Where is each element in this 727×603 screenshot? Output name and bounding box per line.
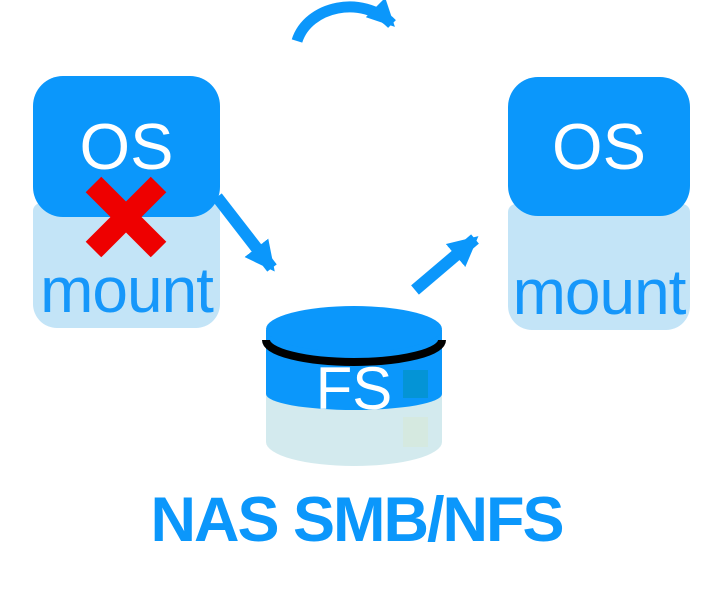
cylinder-accent-square — [403, 370, 428, 398]
host-right-os-box: OS — [508, 77, 690, 216]
cylinder-band — [266, 330, 442, 410]
restart-arc-arrow-icon — [291, 0, 396, 44]
storage-label: FS — [316, 355, 393, 422]
cylinder-rim-outline — [262, 339, 446, 366]
host-right-os-label: OS — [552, 110, 646, 183]
host-right-mount-box: mount — [508, 204, 690, 330]
cylinder-top-cap — [266, 306, 442, 352]
arrow-storage-to-right-icon — [411, 234, 479, 295]
caption-nas-smb-nfs: NAS SMB/NFS — [150, 485, 564, 555]
storage-cylinder: FS — [262, 306, 446, 466]
arrow-left-to-storage-icon — [212, 193, 277, 272]
host-left-mount-box: mount — [33, 203, 220, 328]
cylinder-body — [266, 340, 442, 466]
cylinder-pale-square — [403, 417, 428, 447]
host-left-mount-label: mount — [40, 254, 214, 326]
host-right-mount-label: mount — [512, 256, 687, 328]
host-left: mount OS — [33, 76, 220, 328]
host-right: mount OS — [508, 77, 690, 330]
host-left-os-box: OS — [33, 76, 220, 217]
host-left-os-label: OS — [79, 110, 174, 183]
